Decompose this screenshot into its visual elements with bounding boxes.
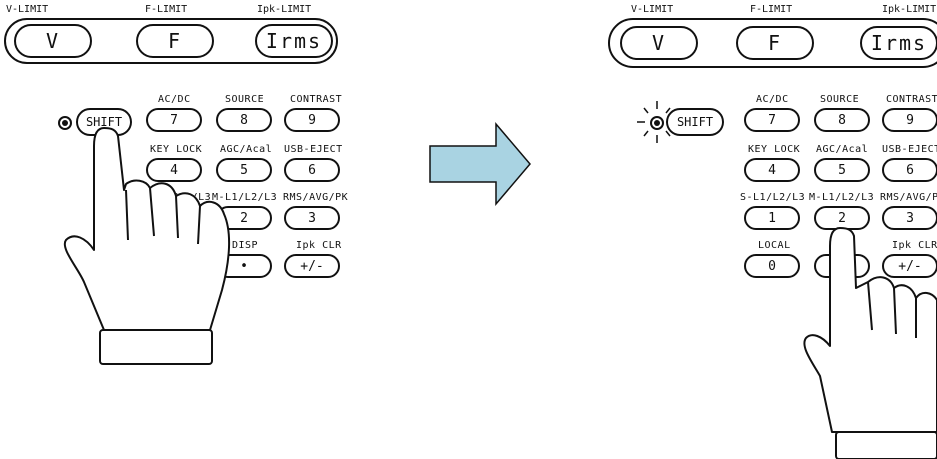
key-8[interactable]: 8 bbox=[216, 108, 272, 132]
irms-key[interactable]: Irms bbox=[255, 24, 333, 58]
contrast-label: CONTRAST bbox=[886, 94, 937, 105]
key-8[interactable]: 8 bbox=[814, 108, 870, 132]
hand-pointer-icon bbox=[803, 227, 937, 459]
v-limit-label: V-LIMIT bbox=[6, 4, 49, 15]
agc-acal-label: AGC/Acal bbox=[816, 144, 869, 155]
panel-before: V-LIMIT F-LIMIT Ipk-LIMIT V F Irms SHIFT… bbox=[0, 0, 360, 459]
key-7[interactable]: 7 bbox=[146, 108, 202, 132]
key-lock-label: KEY LOCK bbox=[150, 144, 203, 155]
usb-eject-label: USB-EJECT bbox=[882, 144, 937, 155]
key-lock-label: KEY LOCK bbox=[748, 144, 801, 155]
ipk-clr-label: Ipk CLR bbox=[892, 240, 937, 251]
f-key[interactable]: F bbox=[736, 26, 814, 60]
rms-avg-pk-label: RMS/AVG/PK bbox=[283, 192, 349, 203]
source-label: SOURCE bbox=[225, 94, 265, 105]
hand-pointer-icon bbox=[63, 127, 231, 365]
ipk-clr-label: Ipk CLR bbox=[296, 240, 342, 251]
v-key[interactable]: V bbox=[14, 24, 92, 58]
s-l1-l2-l3-label: S-L1/L2/L3 bbox=[740, 192, 806, 203]
usb-eject-label: USB-EJECT bbox=[284, 144, 343, 155]
source-label: SOURCE bbox=[820, 94, 860, 105]
key-5[interactable]: 5 bbox=[216, 158, 272, 182]
ac-dc-label: AC/DC bbox=[158, 94, 191, 105]
shift-led bbox=[58, 116, 72, 130]
key-4[interactable]: 4 bbox=[744, 158, 800, 182]
ipk-limit-label: Ipk-LIMIT bbox=[257, 4, 312, 15]
irms-key[interactable]: Irms bbox=[860, 26, 937, 60]
v-limit-label: V-LIMIT bbox=[631, 4, 674, 15]
key-plus-minus[interactable]: +/- bbox=[284, 254, 340, 278]
f-limit-label: F-LIMIT bbox=[145, 4, 188, 15]
m-l1-l2-l3-label: M-L1/L2/L3 bbox=[809, 192, 875, 203]
key-9[interactable]: 9 bbox=[284, 108, 340, 132]
panel-after: V-LIMIT F-LIMIT Ipk-LIMIT V F Irms SHIFT… bbox=[600, 0, 937, 459]
ac-dc-label: AC/DC bbox=[756, 94, 789, 105]
f-limit-label: F-LIMIT bbox=[750, 4, 793, 15]
function-key-frame bbox=[4, 18, 338, 64]
key-2[interactable]: 2 bbox=[814, 206, 870, 230]
local-label: LOCAL bbox=[758, 240, 791, 251]
disp-label: DISP bbox=[232, 240, 259, 251]
led-lit-icon bbox=[637, 101, 671, 143]
key-1[interactable]: 1 bbox=[744, 206, 800, 230]
key-6[interactable]: 6 bbox=[882, 158, 937, 182]
v-key[interactable]: V bbox=[620, 26, 698, 60]
m-l1-l2-l3-label: M-L1/L2/L3 bbox=[212, 192, 278, 203]
f-key[interactable]: F bbox=[136, 24, 214, 58]
shift-key[interactable]: SHIFT bbox=[666, 108, 724, 136]
contrast-label: CONTRAST bbox=[290, 94, 343, 105]
key-7[interactable]: 7 bbox=[744, 108, 800, 132]
rms-avg-pk-label: RMS/AVG/PK bbox=[880, 192, 937, 203]
function-key-frame bbox=[608, 18, 937, 68]
agc-acal-label: AGC/Acal bbox=[220, 144, 273, 155]
key-4[interactable]: 4 bbox=[146, 158, 202, 182]
ipk-limit-label: Ipk-LIMIT bbox=[882, 4, 937, 15]
key-5[interactable]: 5 bbox=[814, 158, 870, 182]
key-6[interactable]: 6 bbox=[284, 158, 340, 182]
shift-led-lit bbox=[650, 116, 664, 130]
key-plus-minus[interactable]: +/- bbox=[882, 254, 937, 278]
key-0[interactable]: 0 bbox=[744, 254, 800, 278]
key-3[interactable]: 3 bbox=[284, 206, 340, 230]
